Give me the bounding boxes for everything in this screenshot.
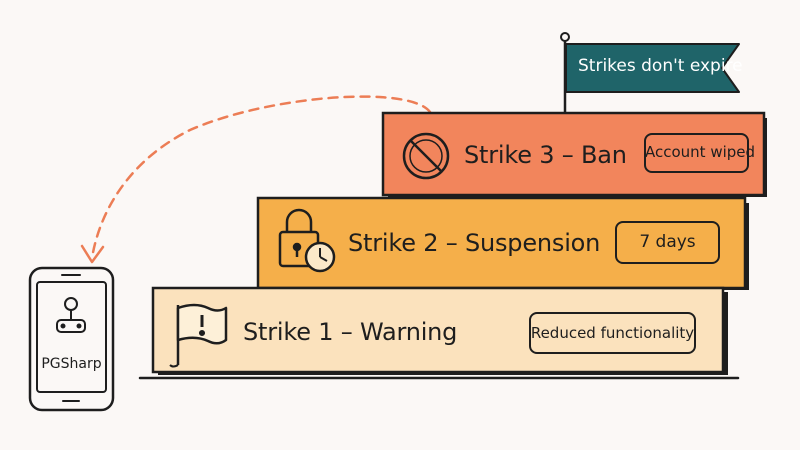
step-1-block bbox=[151, 286, 725, 374]
step-1-badge bbox=[529, 312, 696, 354]
step-2-block bbox=[256, 196, 747, 290]
flag-warning-icon bbox=[169, 303, 228, 368]
app-label: PGSharp bbox=[41, 356, 102, 372]
step-1-title: Strike 1 – Warning bbox=[243, 318, 458, 346]
flag-pole-knob bbox=[560, 32, 570, 42]
prohibited-icon bbox=[402, 132, 450, 180]
step-2-badge bbox=[615, 221, 720, 264]
return-arrow-head bbox=[80, 244, 105, 264]
step-2-badge-label: 7 days bbox=[639, 232, 696, 252]
step-3-title: Strike 3 – Ban bbox=[464, 141, 627, 169]
step-1-badge-label: Reduced functionality bbox=[530, 324, 695, 342]
step-3-block bbox=[381, 111, 766, 197]
joystick-icon bbox=[56, 297, 86, 333]
padlock-clock-icon bbox=[278, 208, 336, 273]
phone-device bbox=[28, 266, 115, 412]
return-arrow bbox=[90, 95, 432, 260]
step-3-badge bbox=[644, 133, 749, 173]
flag-label: Strikes don't expire bbox=[578, 56, 743, 76]
step-3-badge-label: Account wiped bbox=[645, 143, 756, 161]
flag-banner bbox=[565, 43, 740, 93]
step-2-title: Strike 2 – Suspension bbox=[348, 229, 601, 257]
